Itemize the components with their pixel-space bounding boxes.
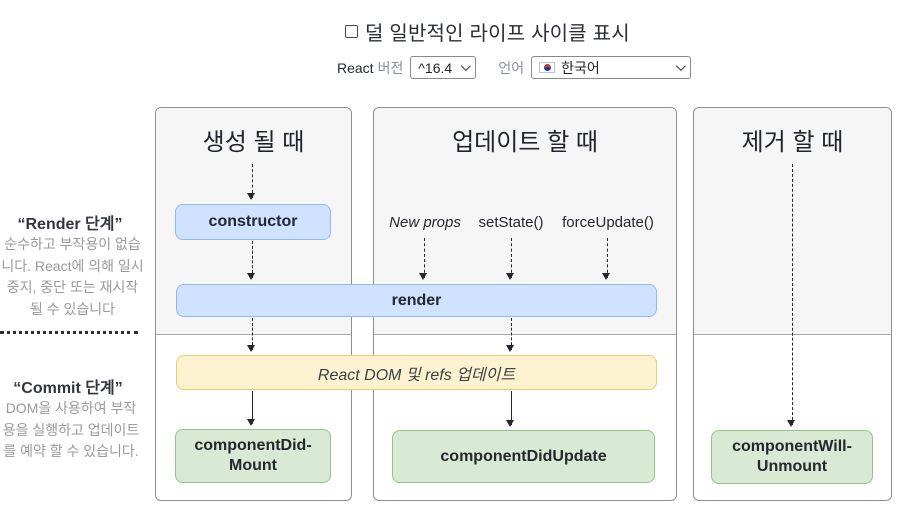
phase-divider-dotted-line <box>0 331 138 334</box>
render-node[interactable]: render <box>176 284 657 317</box>
trigger-new-props: New props <box>389 214 461 231</box>
arrow-setstate-to-render <box>506 238 515 280</box>
react-version-select[interactable]: ^16.4 <box>410 56 477 79</box>
arrow-render-to-reactdom-update <box>506 318 515 352</box>
render-phase-title: “Render 단계” <box>17 216 123 233</box>
korea-flag-icon <box>539 62 556 73</box>
component-did-update-node[interactable]: componentDidUpdate <box>392 430 655 483</box>
controls-row: React 버전 ^16.4 언어 한국어 <box>337 56 692 79</box>
title-row: 덜 일반적인 라이프 사이클 표시 <box>345 17 630 46</box>
language-value: 한국어 <box>561 59 600 76</box>
react-version-value: ^16.4 <box>418 59 453 76</box>
arrow-reactdom-to-didmount <box>247 391 256 426</box>
render-phase-description: 순수하고 부작용이 없습니다. React에 의해 일시 중지, 중단 또는 재… <box>1 236 144 318</box>
arrow-header-to-constructor <box>247 164 256 200</box>
column-updating-header: 업데이트 할 때 <box>452 129 598 156</box>
component-did-mount-node[interactable]: componentDid- Mount <box>175 429 331 483</box>
chevron-down-icon <box>676 61 686 72</box>
react-label: React <box>337 59 374 76</box>
arrow-newprops-to-render <box>419 238 428 280</box>
trigger-force-update: forceUpdate() <box>562 214 654 231</box>
commit-phase-description: DOM을 사용하여 부작용을 실행하고 업데이트를 예약 할 수 있습니다. <box>2 400 140 460</box>
trigger-set-state: setState() <box>478 214 544 231</box>
column-unmounting-header: 제거 할 때 <box>741 129 844 156</box>
arrow-forceupdate-to-render <box>602 238 611 280</box>
react-dom-refs-update-node: React DOM 및 refs 업데이트 <box>176 355 657 390</box>
show-less-common-checkbox[interactable] <box>345 25 358 38</box>
arrow-header-to-willunmount <box>787 164 796 427</box>
chevron-down-icon <box>461 61 472 72</box>
arrow-render-to-reactdom-mount <box>247 318 256 352</box>
commit-phase-title: “Commit 단계” <box>13 380 123 397</box>
constructor-node[interactable]: constructor <box>175 204 331 240</box>
version-label: 버전 <box>377 59 404 76</box>
language-select[interactable]: 한국어 <box>531 56 692 79</box>
column-mounting-header: 생성 될 때 <box>202 129 305 156</box>
arrow-constructor-to-render <box>247 241 256 280</box>
page-title: 덜 일반적인 라이프 사이클 표시 <box>365 23 630 45</box>
language-label: 언어 <box>498 59 525 76</box>
component-will-unmount-node[interactable]: componentWill- Unmount <box>711 430 873 484</box>
arrow-reactdom-to-didupdate <box>506 391 515 427</box>
